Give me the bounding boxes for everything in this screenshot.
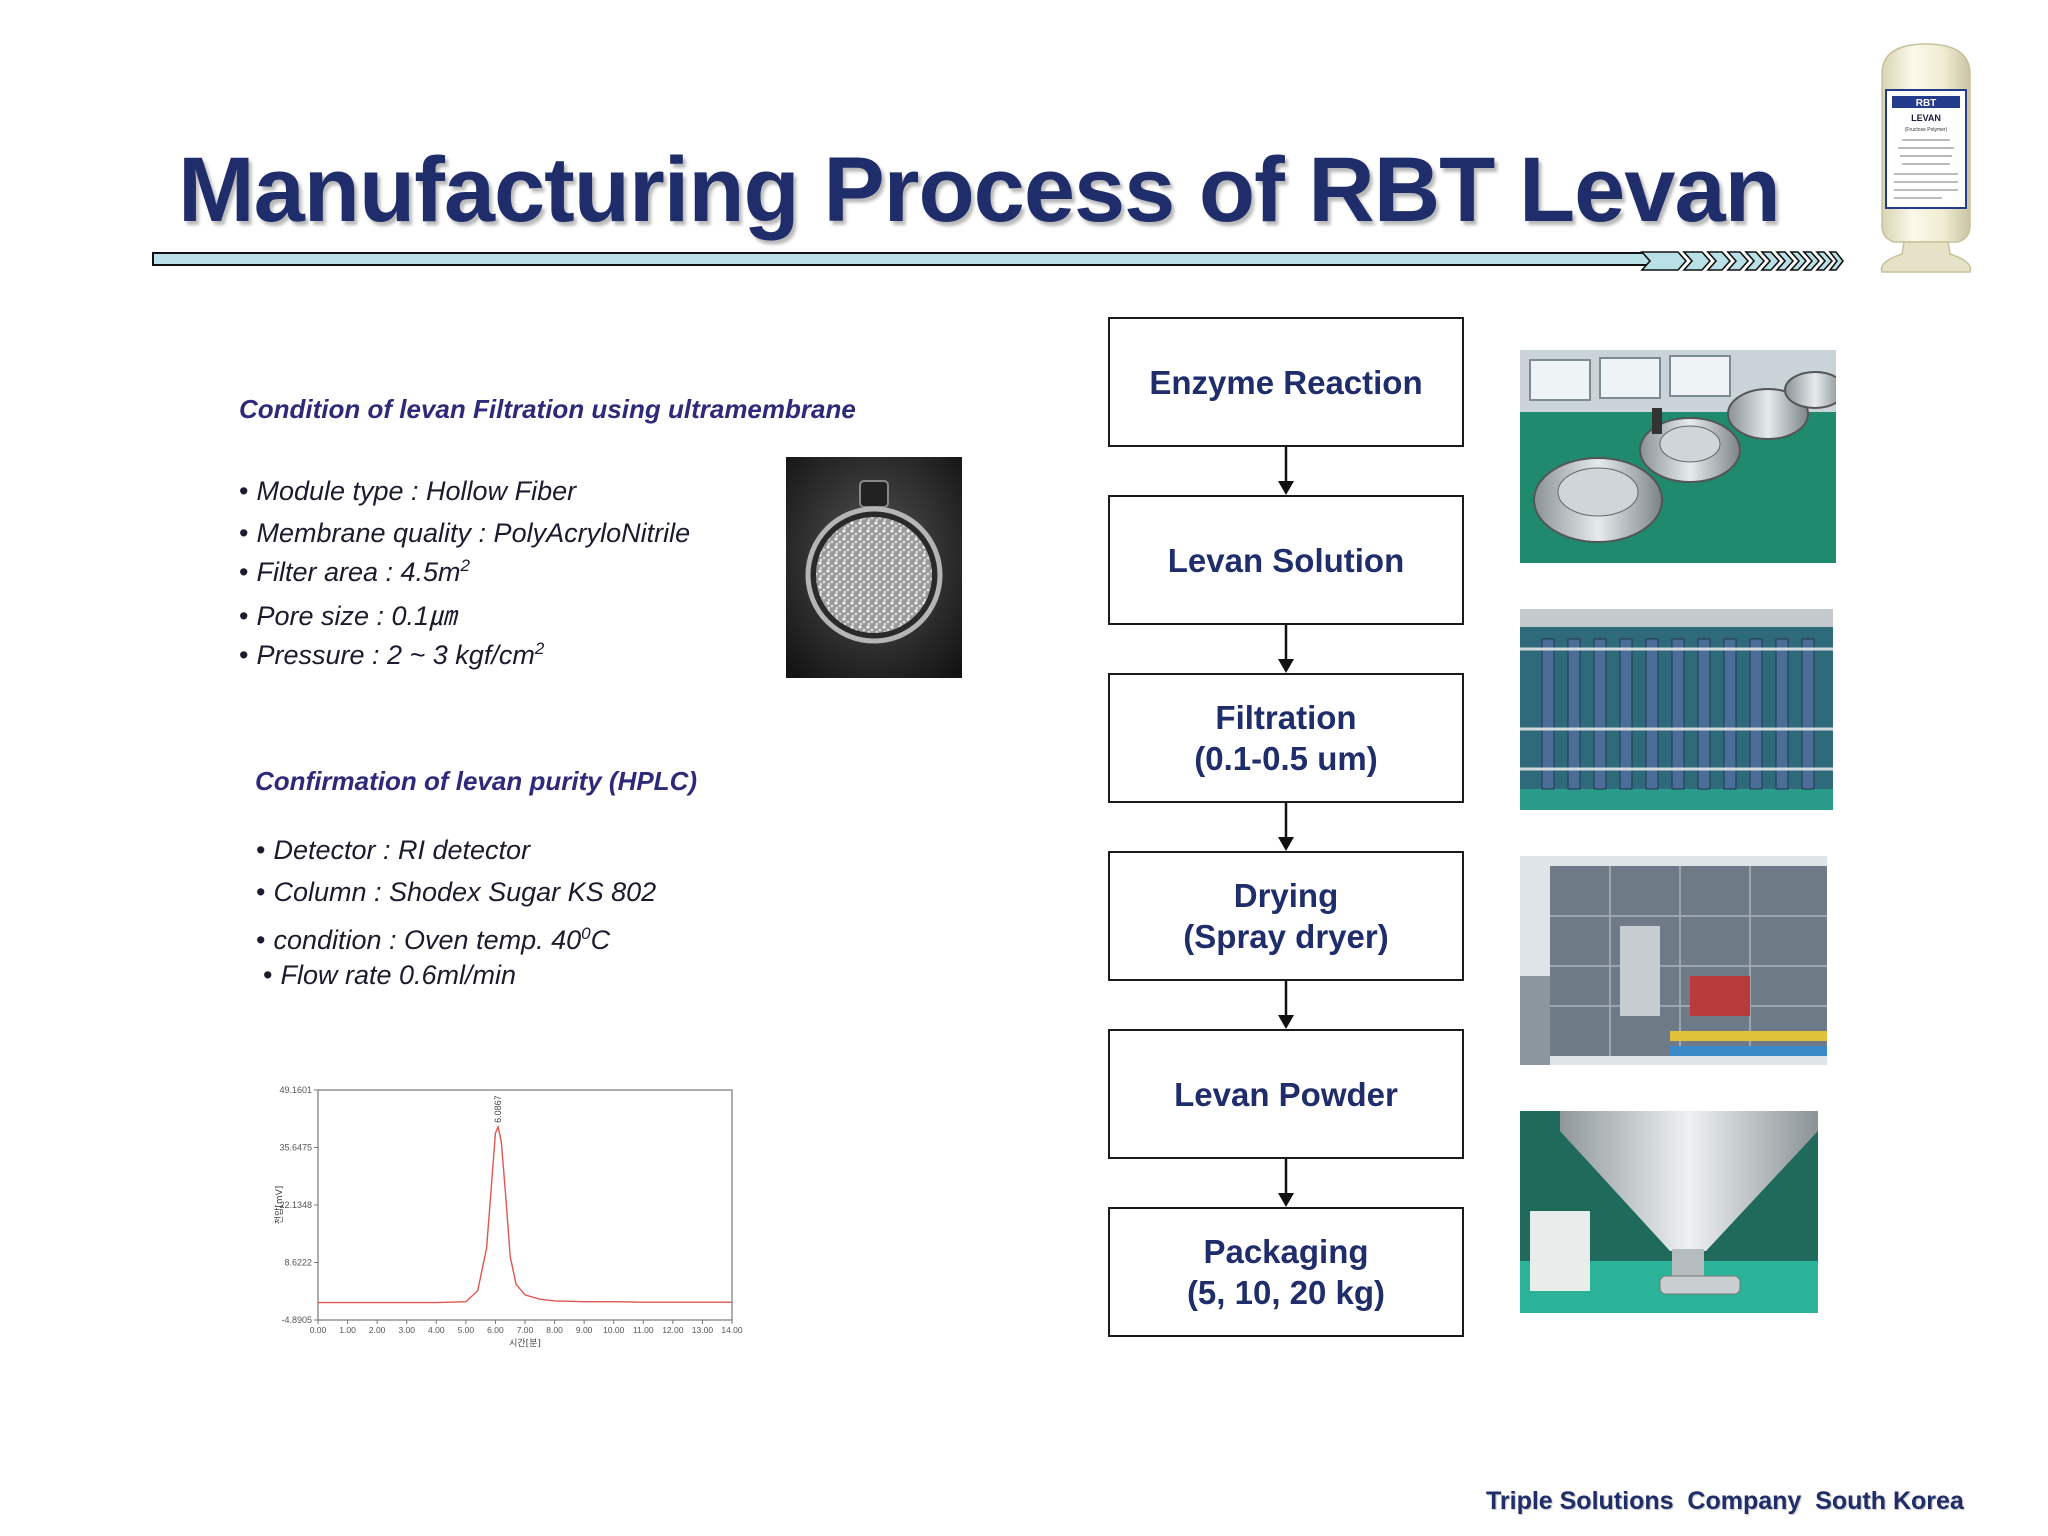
hollow-fiber-membrane-photo bbox=[786, 457, 962, 678]
flow-step-subtitle: (0.1-0.5 um) bbox=[1194, 740, 1378, 777]
peak-label: 6.0867 bbox=[493, 1095, 503, 1123]
superscript: 2 bbox=[534, 639, 545, 658]
x-tick-label: 2.00 bbox=[369, 1325, 386, 1335]
filtration-membrane-system-photo bbox=[1520, 609, 1833, 810]
flow-step-title: Packaging bbox=[1203, 1233, 1369, 1270]
x-tick-label: 11.00 bbox=[633, 1325, 654, 1335]
flow-arrow bbox=[1278, 625, 1294, 673]
x-tick-label: 1.00 bbox=[339, 1325, 356, 1335]
flow-step-packaging: Packaging (5, 10, 20 kg) bbox=[1108, 1207, 1464, 1337]
x-tick-label: 12.00 bbox=[662, 1325, 684, 1335]
flow-step-levan-solution: Levan Solution bbox=[1108, 495, 1464, 625]
flow-step-subtitle: (5, 10, 20 kg) bbox=[1186, 1274, 1386, 1311]
chart-x-axis-label: 시간[분] bbox=[509, 1338, 541, 1349]
levan-product-bottle-image: RBT LEVAN (Fructose Polymer) bbox=[1880, 43, 1972, 273]
flow-step-filtration: Filtration (0.1-0.5 um) bbox=[1108, 673, 1464, 803]
filtration-heading: Condition of levan Filtration using ultr… bbox=[239, 394, 856, 424]
x-tick-label: 4.00 bbox=[428, 1325, 445, 1335]
flow-step-enzyme-reaction: Enzyme Reaction bbox=[1108, 317, 1464, 447]
filtration-item-text: Pore size : 0.1㎛ bbox=[256, 600, 457, 631]
y-tick-label: 22.1348 bbox=[279, 1200, 312, 1210]
hplc-item-text: Column : Shodex Sugar KS 802 bbox=[273, 876, 657, 907]
page-title: Manufacturing Process of RBT Levan bbox=[178, 139, 1781, 241]
hplc-item-text: Flow rate 0.6ml/min bbox=[280, 959, 517, 990]
x-tick-label: 0.00 bbox=[310, 1325, 327, 1335]
plot-area bbox=[317, 1089, 733, 1321]
y-tick-label: -4.8905 bbox=[281, 1315, 312, 1325]
hplc-chromatogram-chart: 49.1601 35.6475 22.1348 8.6222 -4.8905 0.00 1… bbox=[273, 1085, 743, 1349]
filtration-item-text: Module type : Hollow Fiber bbox=[256, 476, 577, 506]
list-item: •Module type : Hollow Fiber bbox=[239, 476, 577, 506]
flow-arrow bbox=[1278, 803, 1294, 851]
flow-step-title: Filtration bbox=[1215, 699, 1357, 736]
list-item: •Membrane quality : PolyAcryloNitrile bbox=[239, 517, 691, 548]
hplc-item-text: Detector : RI detector bbox=[273, 835, 531, 865]
list-item: •Flow rate 0.6ml/min bbox=[263, 959, 517, 990]
spray-dryer-building-photo bbox=[1520, 856, 1827, 1065]
x-tick-label: 8.00 bbox=[546, 1325, 563, 1335]
chart-y-axis-label: 전압[mV] bbox=[273, 1186, 285, 1225]
x-tick-label: 10.00 bbox=[603, 1325, 625, 1335]
x-tick-label: 14.00 bbox=[721, 1325, 743, 1335]
filtration-item-text: Filter area : 4.5m bbox=[256, 557, 461, 587]
hplc-item-text: condition : Oven temp. 40 bbox=[273, 925, 582, 955]
list-item: •Filter area : 4.5m2 bbox=[239, 556, 470, 587]
flow-step-subtitle: (Spray dryer) bbox=[1183, 918, 1389, 955]
flow-step-title: Enzyme Reaction bbox=[1149, 363, 1423, 401]
x-tick-label: 7.00 bbox=[517, 1325, 534, 1335]
y-tick-label: 49.1601 bbox=[279, 1085, 312, 1095]
hplc-conditions-list: •Detector : RI detector •Column : Shodex… bbox=[256, 830, 656, 996]
y-tick-label: 8.6222 bbox=[284, 1257, 312, 1267]
bottle-label-product: LEVAN bbox=[1911, 113, 1941, 123]
chevron-arrows-decoration bbox=[1640, 251, 1845, 271]
flow-step-title: Levan Solution bbox=[1167, 541, 1405, 579]
superscript: 2 bbox=[460, 556, 470, 575]
list-item: •Column : Shodex Sugar KS 802 bbox=[256, 876, 657, 907]
y-tick-label: 35.6475 bbox=[279, 1142, 312, 1152]
chromatogram-series-line bbox=[318, 1124, 732, 1304]
bottle-label-sub: (Fructose Polymer) bbox=[1905, 127, 1948, 133]
list-item: •Detector : RI detector bbox=[256, 835, 531, 865]
x-tick-label: 3.00 bbox=[398, 1325, 415, 1335]
list-item: •Pressure : 2 ~ 3 kgf/cm2 bbox=[239, 639, 545, 670]
powder-packaging-hopper-photo bbox=[1520, 1111, 1818, 1313]
flow-step-levan-powder: Levan Powder bbox=[1108, 1029, 1464, 1159]
flow-step-title: Drying bbox=[1233, 877, 1339, 914]
title-underline-bar bbox=[152, 252, 1652, 266]
list-item: •condition : Oven temp. 400C bbox=[256, 924, 611, 955]
company-footer: Triple Solutions Company South Korea bbox=[1486, 1487, 1964, 1515]
x-tick-label: 6.00 bbox=[487, 1325, 504, 1335]
flow-arrow bbox=[1278, 981, 1294, 1029]
superscript: 0 bbox=[581, 924, 591, 943]
x-tick-label: 5.00 bbox=[458, 1325, 475, 1335]
flow-arrow bbox=[1278, 447, 1294, 495]
flow-step-title: Levan Powder bbox=[1174, 1075, 1398, 1113]
flow-arrow bbox=[1278, 1159, 1294, 1207]
unit-suffix: C bbox=[590, 925, 611, 955]
bottle-label-brand: RBT bbox=[1916, 98, 1937, 109]
flow-step-drying: Drying (Spray dryer) bbox=[1108, 851, 1464, 981]
enzyme-reactor-tanks-photo bbox=[1520, 350, 1836, 563]
filtration-item-text: Membrane quality : PolyAcryloNitrile bbox=[256, 517, 691, 548]
hplc-heading: Confirmation of levan purity (HPLC) bbox=[255, 766, 697, 796]
x-tick-label: 9.00 bbox=[576, 1325, 593, 1335]
filtration-conditions-list: •Module type : Hollow Fiber •Membrane qu… bbox=[239, 462, 690, 670]
list-item: •Pore size : 0.1㎛ bbox=[239, 600, 457, 631]
filtration-item-text: Pressure : 2 ~ 3 kgf/cm bbox=[256, 640, 535, 670]
x-tick-label: 13.00 bbox=[692, 1325, 714, 1335]
